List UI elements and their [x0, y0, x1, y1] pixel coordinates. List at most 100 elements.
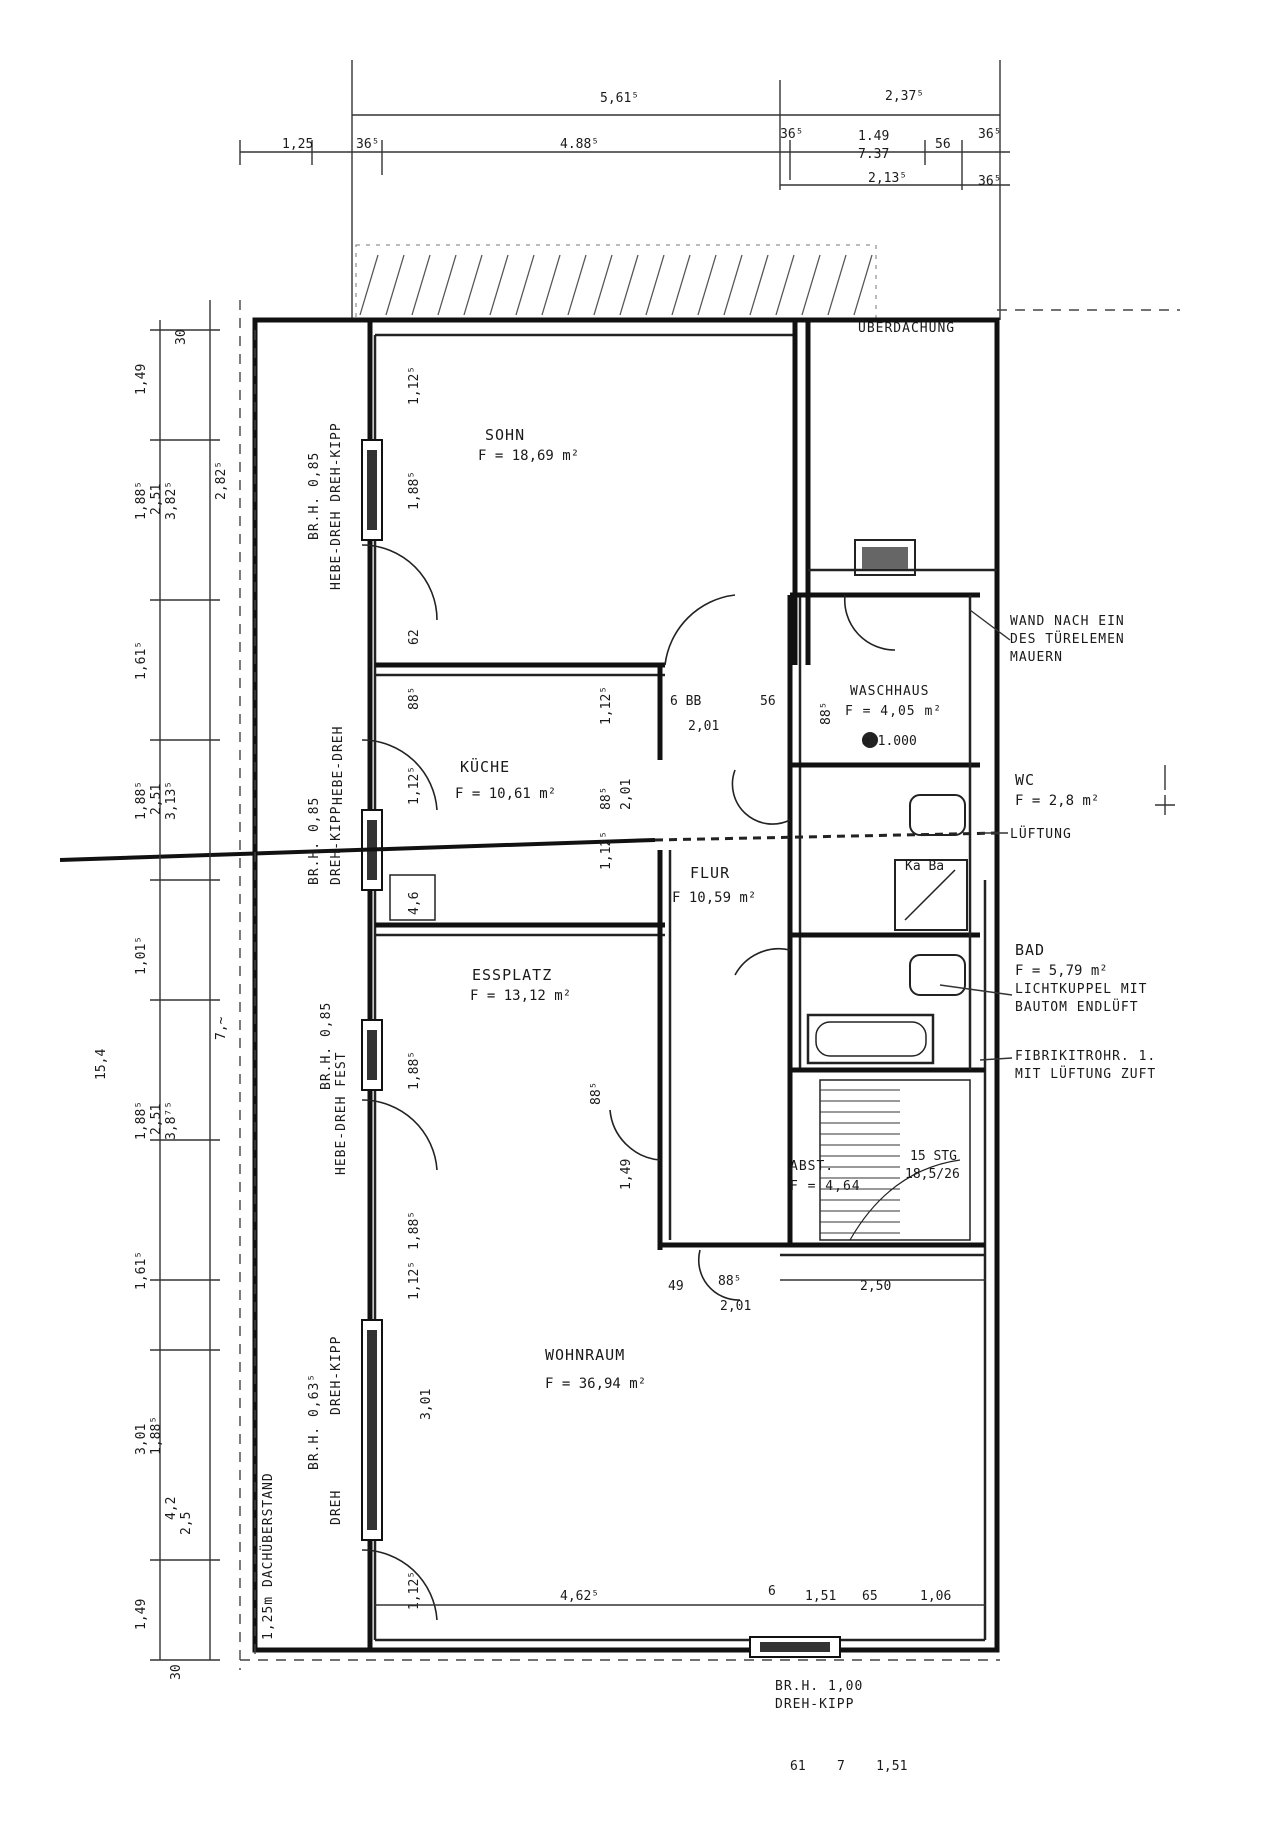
room-area-hwr: F = 4,05 m² [845, 704, 942, 719]
room-name-sohn: SOHN [485, 426, 525, 444]
dim-bottom-151: 1,51 [805, 1589, 836, 1604]
dim-k-3: 88⁵ [599, 787, 614, 810]
dim-bottom-6: 6 [768, 1584, 776, 1599]
dim-sohn-3: 62 [407, 629, 422, 645]
hatch-line [489, 254, 509, 316]
left-dim-30b: 30 [169, 1664, 184, 1680]
left-dim-5c: 3,13⁵ [164, 781, 179, 820]
dim-bb-56: 56 [760, 694, 776, 709]
left-dim-3: 2,82⁵ [214, 461, 229, 500]
note-wand-1: WAND NACH EIN [1010, 614, 1125, 629]
note-lueftung: LÜFTUNG [1010, 825, 1072, 842]
room-area-bad: F = 5,79 m² [1015, 963, 1108, 979]
left-dim-7: 1,88⁵ [134, 1101, 149, 1140]
left-dim-4: 1,61⁵ [134, 641, 149, 680]
window-note-2: HEBE-DREH [331, 726, 346, 805]
dim-e-1: 1,88⁵ [407, 1051, 422, 1090]
room-name-kueche: KÜCHE [460, 757, 510, 776]
left-dim-1: 1,49 [134, 364, 149, 395]
note-wand-3: MAUERN [1010, 650, 1063, 665]
dim-door-201: 2,01 [720, 1299, 751, 1314]
room-name-wohnraum: WOHNRAUM [545, 1346, 625, 1364]
dim-k-4: 2,01 [619, 779, 634, 810]
dim-e-2: 88⁵ [589, 1082, 604, 1105]
dim-e-5: 1,12⁵ [407, 1261, 422, 1300]
bottom-window-note-1: BR.H. 1,00 [775, 1679, 863, 1694]
window-note-1: BR.H. 0,85 [307, 452, 322, 540]
left-dim-6: 1,01⁵ [134, 936, 149, 975]
dim-sohn-1: 1,12⁵ [407, 366, 422, 405]
left-windows [361, 439, 841, 1658]
note-wand-2: DES TÜRELEMEN [1010, 630, 1125, 647]
left-dim-30: 30 [174, 329, 189, 345]
hatch-line [749, 254, 769, 316]
left-dim-42: 4,2 [164, 1497, 179, 1520]
room-area-abst: F = 4,64 [790, 1179, 861, 1194]
top-dimension-chain: 5,61⁵ 2,37⁵ 1,25 36⁵ 4.88⁵ 36⁵ 1.49 7.37… [239, 60, 1010, 320]
room-name-abst: ABST. [790, 1159, 834, 1174]
window-note-5c: DREH [329, 1490, 344, 1525]
window-annotations: BR.H. 0,85 HEBE-DREH DREH-KIPP HEBE-DREH… [307, 422, 349, 1525]
hatch-line [645, 254, 665, 316]
left-dim-total: 15,4 [94, 1049, 109, 1080]
hatch-line [671, 254, 691, 316]
left-dim-7b: 2,51 [149, 1104, 164, 1135]
roof-overhang-label: 1,25m DACHÜBERSTAND [259, 1472, 276, 1640]
dim-125: 1,25 [282, 137, 313, 152]
room-area-wohnraum: F = 36,94 m² [545, 1376, 646, 1392]
dim-737: 7.37 [858, 147, 889, 162]
left-dim-8: 1,61⁵ [134, 1251, 149, 1290]
dim-1000: ⌀ 1.000 [862, 734, 917, 749]
dim-4885: 4.88⁵ [560, 137, 599, 152]
hatch-line [697, 254, 717, 316]
window-note-3: BR.H. 0,85 [307, 797, 322, 885]
dim-stair: 15 STG [910, 1149, 957, 1164]
dim-k-6: 4,6 [407, 892, 422, 915]
roof-overhang-outline [239, 300, 1180, 1670]
window-note-1b: HEBE-DREH DREH-KIPP [329, 422, 344, 590]
hatch-line [827, 254, 847, 316]
left-dim-5: 1,88⁵ [134, 781, 149, 820]
dim-door-885: 88⁵ [718, 1274, 741, 1289]
note-rohr-2: MIT LÜFTUNG ZUFT [1015, 1065, 1156, 1082]
dim-bb-b: 2,01 [688, 719, 719, 734]
left-dim-9: 3,01 [134, 1424, 149, 1455]
dim-k-1: 88⁵ [407, 687, 422, 710]
staircase [819, 1079, 971, 1241]
left-dim-2c: 3,82⁵ [164, 481, 179, 520]
dim-365-a: 36⁵ [356, 137, 379, 152]
window-note-4b: HEBE-DREH FEST [334, 1051, 349, 1175]
room-area-kueche: F = 10,61 m² [455, 786, 556, 802]
bottom-notes: BR.H. 1,00 DREH-KIPP 61 7 1,51 [775, 1679, 907, 1774]
hatch-line [385, 254, 405, 316]
note-rohr-1: FIBRIKITROHR. 1. [1015, 1049, 1156, 1064]
hatch-line [359, 254, 379, 316]
window-note-4: BR.H. 0,85 [319, 1002, 334, 1090]
dim-250: 2,50 [860, 1279, 891, 1294]
dim-e-3: 1,88⁵ [407, 1211, 422, 1250]
room-name-wc: WC [1015, 771, 1035, 789]
room-labels: SOHN F = 18,69 m² KÜCHE F = 10,61 m² FLU… [455, 426, 1108, 1392]
window-note-5: BR.H. 0,63⁵ [307, 1373, 322, 1470]
dim-149-737: 1.49 [858, 129, 889, 144]
dim-bottom-106: 1,06 [920, 1589, 951, 1604]
dim-door-49: 49 [668, 1279, 684, 1294]
dim-overall-right: 2,37⁵ [885, 89, 924, 104]
bottom-footer-dims: 61 7 1,51 [790, 1759, 907, 1774]
note-lichtkuppel-1: LICHTKUPPEL MIT [1015, 982, 1147, 997]
room-name-bad: BAD [1015, 941, 1045, 959]
left-dim-70: 7,~ [214, 1016, 229, 1040]
bottom-window-note-2: DREH-KIPP [775, 1697, 854, 1712]
hatch-line [853, 254, 873, 316]
dim-365-c: 36⁵ [978, 127, 1001, 142]
left-dimension-chain [150, 300, 220, 1661]
dim-bottom-4625: 4,62⁵ [560, 1589, 599, 1604]
hatch-line [775, 254, 795, 316]
dim-k-5: 1,12⁵ [599, 686, 614, 725]
dim-k-7: 1,12⁵ [599, 831, 614, 870]
hatch-line [801, 254, 821, 316]
right-notes: WAND NACH EIN DES TÜRELEMEN MAUERN LÜFTU… [939, 609, 1175, 1082]
section-cut-line [59, 831, 1001, 862]
hatch-line [567, 254, 587, 316]
